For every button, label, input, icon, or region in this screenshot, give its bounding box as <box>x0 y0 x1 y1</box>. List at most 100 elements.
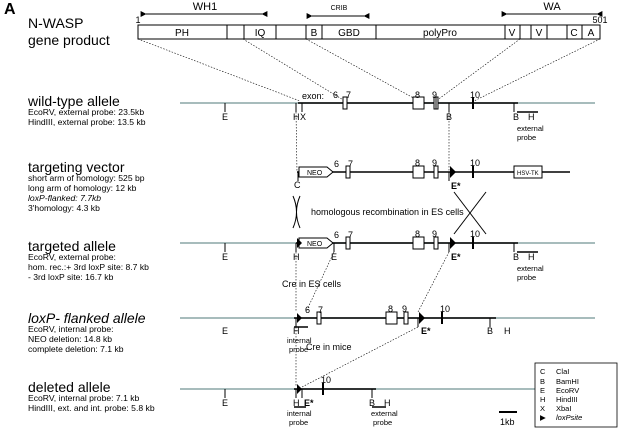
legend-key-x: X <box>540 404 545 413</box>
neo-cassette-vector: NEO <box>307 170 323 177</box>
end-number: 501 <box>592 15 607 25</box>
legend-val-loxp: loxPsite <box>556 413 582 422</box>
del-site-estar: E* <box>304 398 314 408</box>
lf-exon-6: 6 <box>305 305 310 315</box>
del-internal-probe-1: internal <box>287 409 312 418</box>
cre-mice-lines <box>295 326 419 388</box>
recombination-crosses <box>292 191 487 235</box>
tv-exon-7: 7 <box>348 159 353 169</box>
del-external-probe-2: probe <box>373 418 392 427</box>
lf-site-e1: E <box>222 326 228 336</box>
ta-site-h2: H <box>528 252 535 262</box>
wt-site-b1: B <box>446 112 452 122</box>
domain-v2: V <box>536 28 543 39</box>
wt-exon-8: 8 <box>415 90 420 100</box>
del-site-h: H <box>293 398 300 408</box>
scale-bar-label: 1kb <box>500 417 515 427</box>
wt-site-x: X <box>300 112 306 122</box>
tv-site-estar: E* <box>451 181 461 191</box>
legend-val-x: XbaI <box>556 404 571 413</box>
del-site-b: B <box>369 398 375 408</box>
del-internal-probe-2: probe <box>289 418 308 427</box>
ta-site-h: H <box>293 252 300 262</box>
legend-val-c: ClaI <box>556 367 569 376</box>
wt-exon-7: 7 <box>346 90 351 100</box>
domain-iq: IQ <box>255 28 266 39</box>
lf-exon-10: 10 <box>440 304 450 314</box>
cre-es-lines <box>295 251 450 313</box>
ta-external-probe-1: external <box>517 264 544 273</box>
ta-exon-9: 9 <box>432 229 437 239</box>
wt-exon-9: 9 <box>432 90 437 100</box>
lf-exon-8: 8 <box>388 304 393 314</box>
wh1-label: WH1 <box>193 1 217 13</box>
domain-polypro: polyPro <box>423 28 457 39</box>
legend-key-b: B <box>540 377 545 386</box>
wt-exon-10: 10 <box>470 90 480 100</box>
legend-key-h: H <box>540 395 545 404</box>
lf-site-b: B <box>487 326 493 336</box>
targeting-vector-map <box>297 165 570 181</box>
ta-external-probe-2: probe <box>517 273 536 282</box>
wt-site-h2: H <box>528 112 535 122</box>
lf-exon-9: 9 <box>402 304 407 314</box>
domain-ph: PH <box>175 28 189 39</box>
ta-exon-10: 10 <box>470 229 480 239</box>
cre-in-mice-label: Cre in mice <box>306 342 352 352</box>
cre-in-es-cells-label: Cre in ES cells <box>282 279 342 289</box>
legend-key-c: C <box>540 367 546 376</box>
neo-cassette-targeted: NEO <box>307 241 323 248</box>
wt-site-e1: E <box>222 112 228 122</box>
domain-b: B <box>311 28 318 39</box>
tv-exon-9: 9 <box>432 158 437 168</box>
lf-internal-probe-1: internal <box>287 336 312 345</box>
targeted-allele-map <box>180 236 595 253</box>
tv-site-c: C <box>294 180 301 190</box>
ta-site-b: B <box>513 252 519 262</box>
ta-site-e1: E <box>222 252 228 262</box>
domain-gbd: GBD <box>338 28 360 39</box>
deleted-allele-map <box>180 383 595 408</box>
homologous-recombination-label: homologous recombination in ES cells <box>311 207 464 217</box>
domain-arrows <box>140 11 603 19</box>
wt-external-probe-1: external <box>517 124 544 133</box>
legend-val-h: HindIII <box>556 395 578 404</box>
wt-external-probe-2: probe <box>517 133 536 142</box>
tv-exon-8: 8 <box>415 158 420 168</box>
start-number: 1 <box>135 15 140 25</box>
hsvtk-cassette: HSV-TK <box>517 171 539 177</box>
del-exon-10: 10 <box>321 375 331 385</box>
ta-exon-8: 8 <box>415 229 420 239</box>
loxp-flanked-map <box>180 311 595 328</box>
restriction-site-legend: C ClaI B BamHI E EcoRV H HindIII X XbaI … <box>534 362 618 428</box>
tv-exon-10: 10 <box>470 158 480 168</box>
legend-key-loxp: ▶ <box>540 413 547 422</box>
vector-alignment-lines <box>295 111 450 173</box>
domain-v1: V <box>509 28 516 39</box>
wt-site-b2: B <box>513 112 519 122</box>
exon-label: exon: <box>302 91 324 101</box>
legend-val-b: BamHI <box>556 377 579 386</box>
ta-site-e2: E <box>331 252 337 262</box>
gene-product-bar <box>137 24 601 40</box>
domain-a: A <box>588 28 595 39</box>
lf-site-estar: E* <box>421 326 431 336</box>
legend-val-e: EcoRV <box>556 386 579 395</box>
crib-label: CRIB <box>331 5 348 12</box>
legend-key-e: E <box>540 386 545 395</box>
wild-type-map <box>180 96 595 113</box>
ta-exon-6: 6 <box>334 230 339 240</box>
tv-exon-6: 6 <box>334 159 339 169</box>
wt-site-h: H <box>293 112 300 122</box>
domain-c: C <box>570 28 577 39</box>
del-site-e1: E <box>222 398 228 408</box>
lf-site-h2: H <box>504 326 511 336</box>
del-site-h2: H <box>384 398 391 408</box>
wt-exon-6: 6 <box>333 90 338 100</box>
lf-exon-7: 7 <box>318 305 323 315</box>
panel-label: A <box>4 1 16 18</box>
exon-projection-lines <box>137 38 601 102</box>
lf-internal-probe-2: probe <box>289 345 308 354</box>
del-external-probe-1: external <box>371 409 398 418</box>
